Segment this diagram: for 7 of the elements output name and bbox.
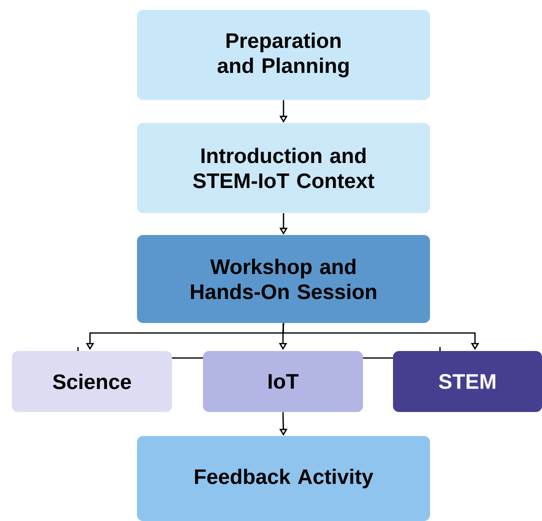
process-box: Preparation and Planning [137, 10, 430, 100]
process-box: Feedback Activity [137, 436, 430, 521]
process-box: Introduction and STEM-IoT Context [137, 123, 430, 213]
process-box: Science [12, 350, 172, 412]
process-box: STEM [393, 350, 542, 412]
process-box: IoT [203, 350, 363, 412]
process-box: Workshop and Hands-On Session [137, 234, 430, 323]
